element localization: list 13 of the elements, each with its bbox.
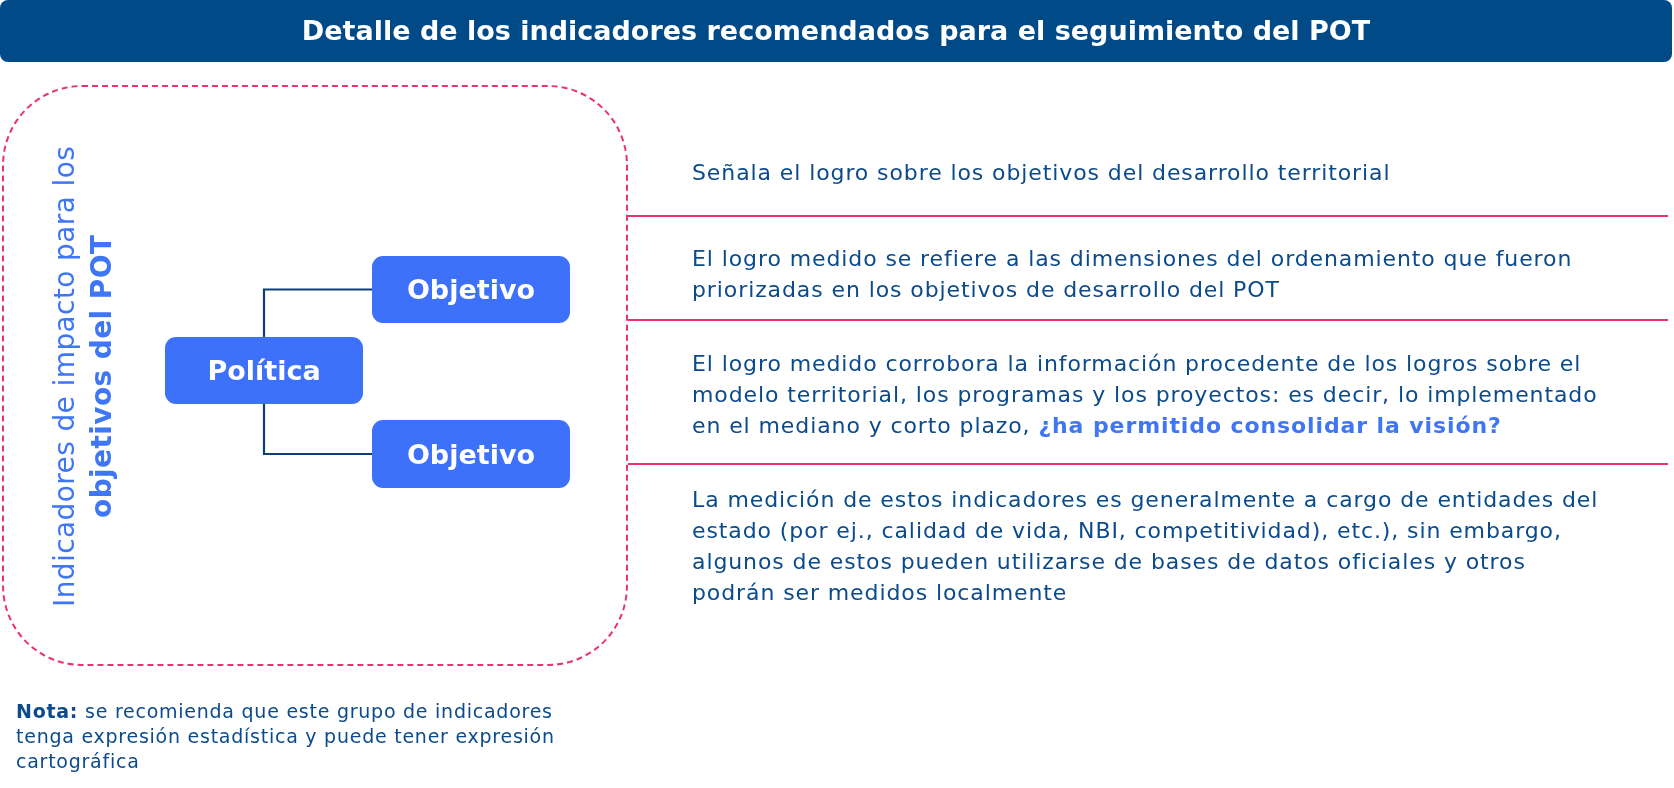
description-text: La medición de estos indicadores es generalmente a cargo de entidades del estado (por ej., calidad de vida, NBI, competitividad), etc.), sin embargo, algunos de estos pueden utilizarse de bases de datos oficiales y otros podrán ser medidos localmente (692, 486, 1600, 607)
group-frame (2, 85, 628, 666)
note-text: Nota: se recomienda que este grupo de indicadores tenga expresión estadística y puede tener expresión cartográfica (16, 699, 556, 774)
description-text: Señala el logro sobre los objetivos del desarrollo territorial (692, 159, 1392, 187)
policy-box: Política (165, 337, 363, 404)
objective-box: Objetivo (372, 256, 570, 323)
description-text: El logro medido se refiere a las dimensiones del ordenamiento que fueron priorizadas en los objetivos de desarrollo del POT (692, 245, 1574, 304)
description-text: El logro medido corrobora la información procedente de los logros sobre el modelo territorial, los programas y los proyectos: es decir, lo implementado en el mediano y corto plazo, ¿ha permitido consolidar la visión? (692, 350, 1599, 440)
objective-box: Objetivo (372, 420, 570, 488)
connector-line (262, 288, 372, 337)
connector-line (262, 404, 372, 456)
group-heading: Indicadores de impacto para los objetivos del POT (47, 143, 119, 609)
title-banner: Detalle de los indicadores recomendados para el seguimiento del POT (0, 0, 1672, 62)
